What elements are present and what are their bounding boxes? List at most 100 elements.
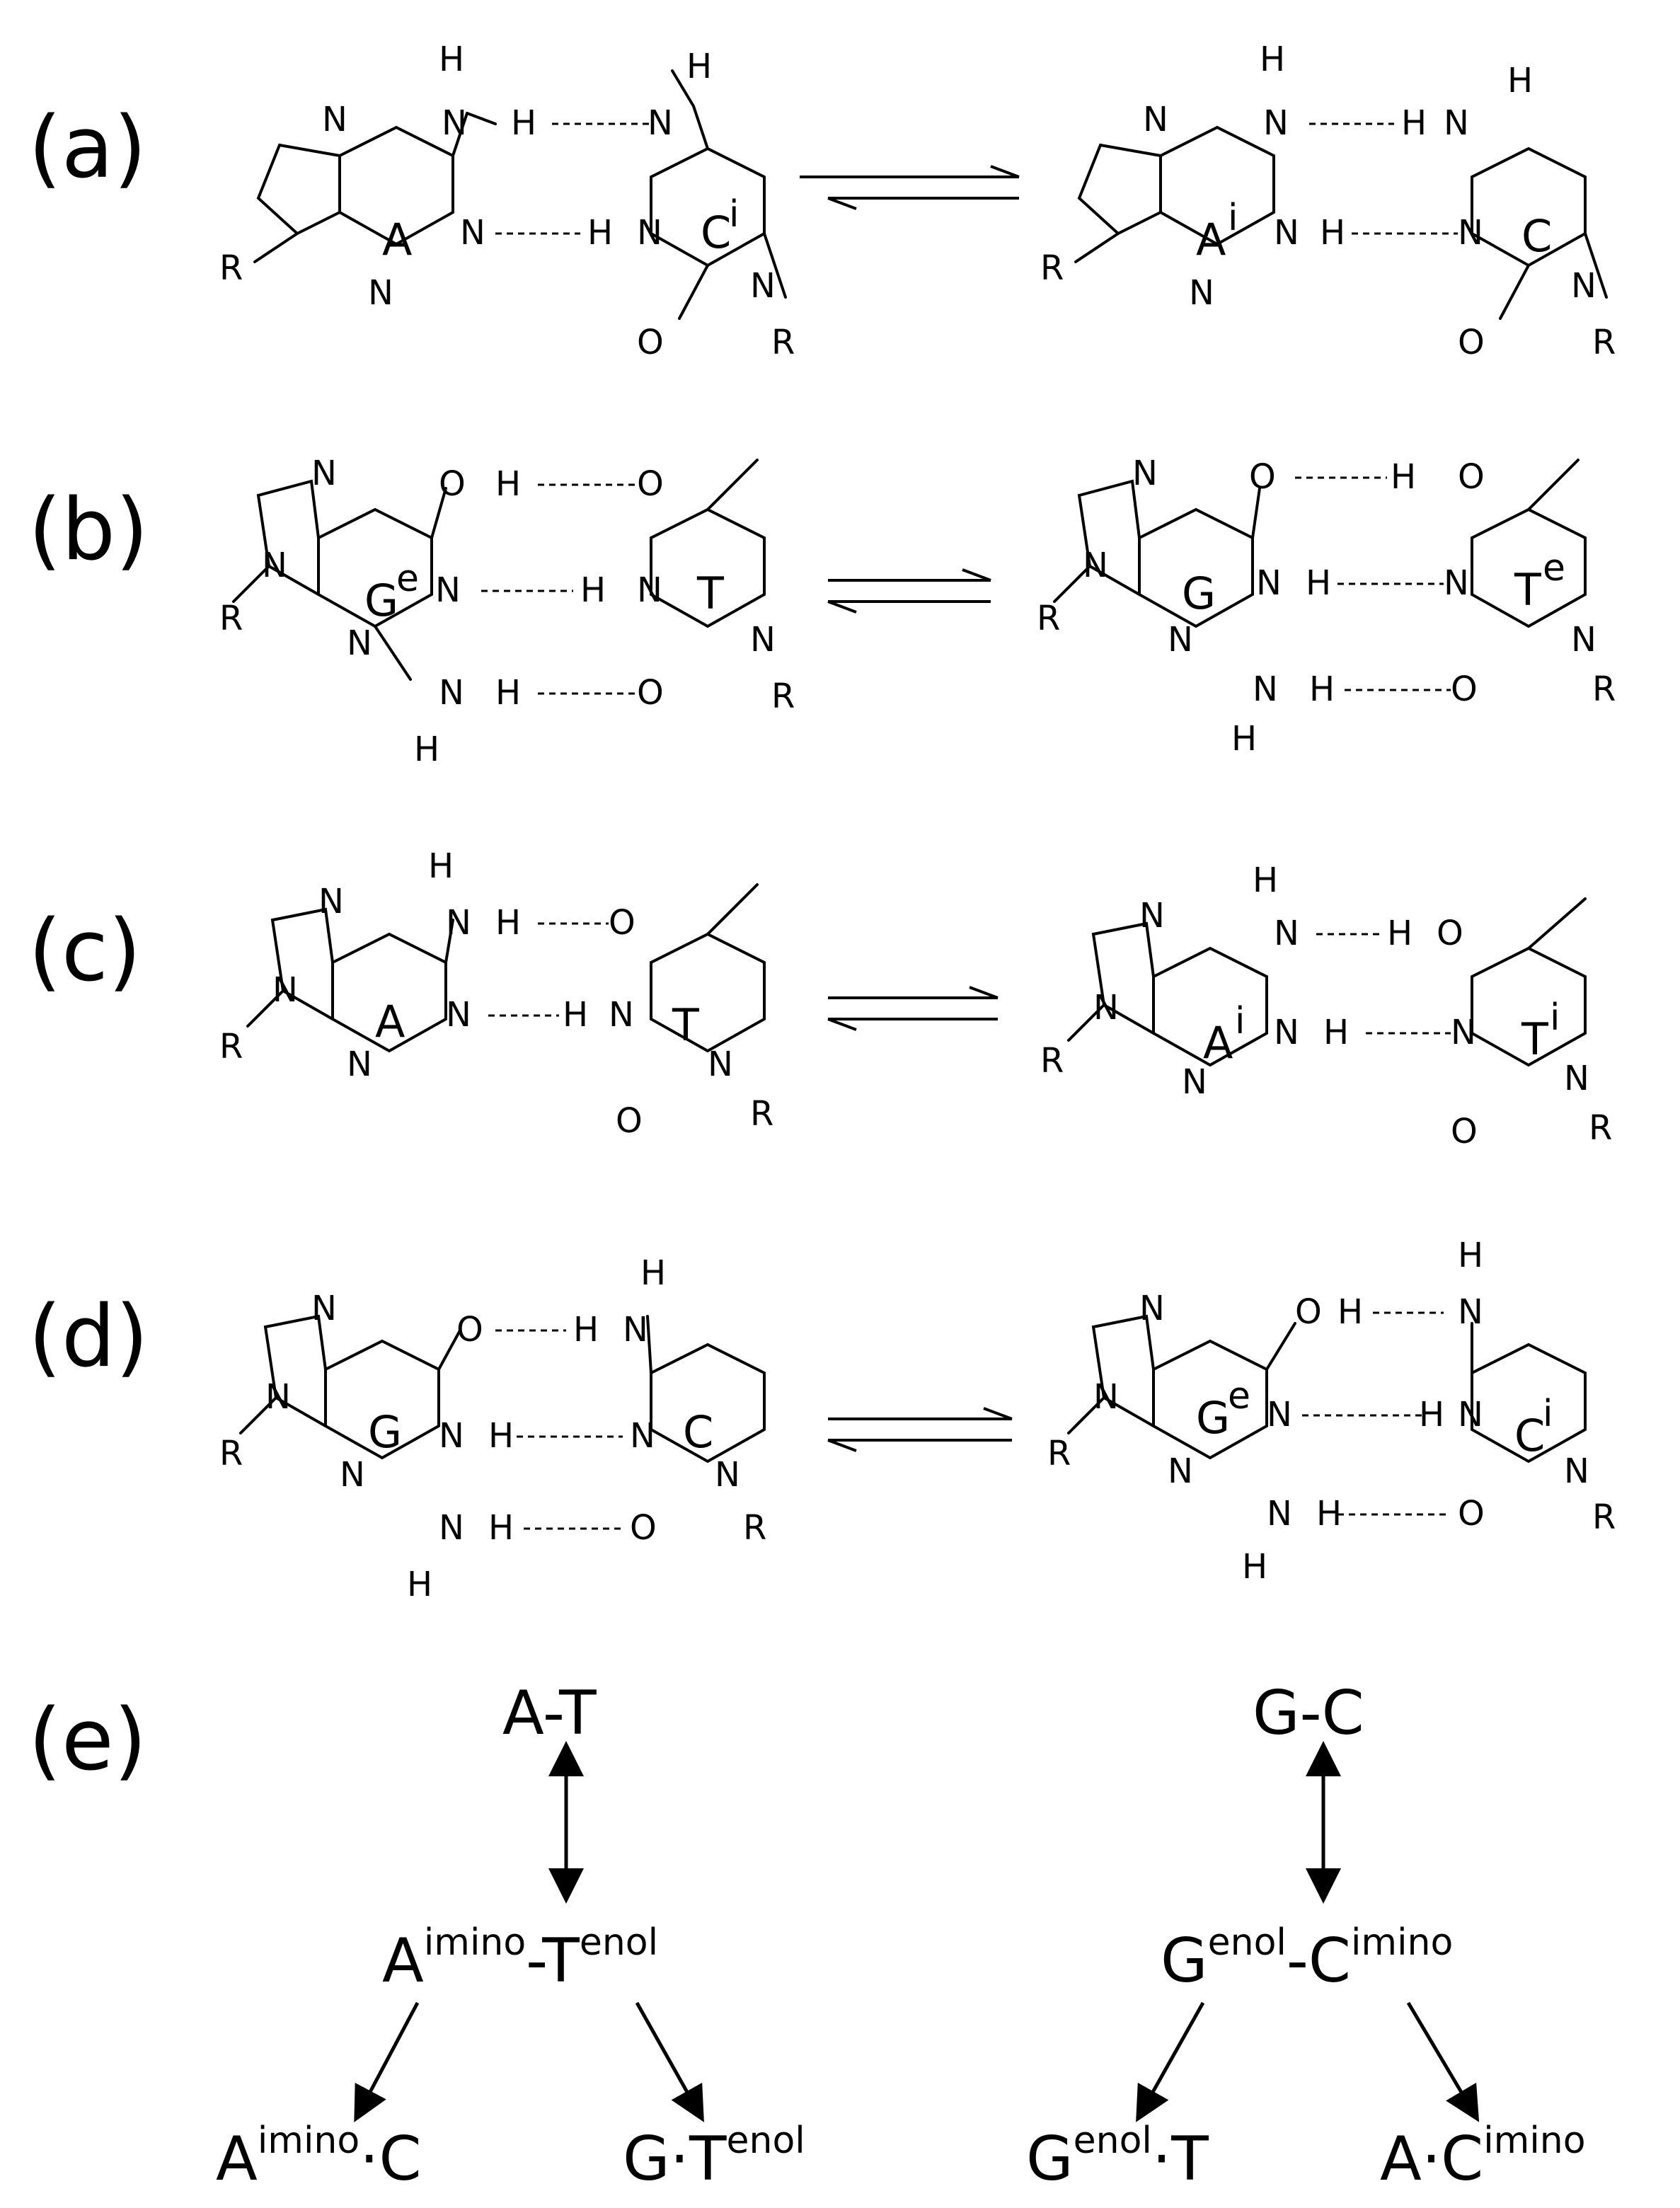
svg-text:N: N xyxy=(1168,620,1193,660)
arrow-gc-left xyxy=(1136,2001,1205,2122)
svg-text:R: R xyxy=(771,323,795,362)
svg-text:N: N xyxy=(1571,620,1596,660)
svg-text:O: O xyxy=(1295,1292,1322,1332)
svg-text:O: O xyxy=(637,323,664,362)
svg-text:H: H xyxy=(573,1310,599,1350)
svg-text:N: N xyxy=(1139,896,1165,936)
svg-text:O: O xyxy=(1249,457,1276,497)
svg-text:N: N xyxy=(1458,1395,1483,1434)
svg-text:O: O xyxy=(1458,457,1485,497)
svg-text:N: N xyxy=(439,1508,464,1548)
svg-text:N: N xyxy=(1093,988,1119,1028)
arrow-at-right xyxy=(635,2001,704,2122)
svg-text:R: R xyxy=(750,1094,773,1134)
svg-text:N: N xyxy=(1274,914,1299,953)
svg-text:N: N xyxy=(272,970,298,1010)
ring-label: A xyxy=(382,214,412,265)
svg-text:O: O xyxy=(1451,669,1478,709)
scheme-at-right: G·Tenol xyxy=(623,2120,805,2195)
svg-text:N: N xyxy=(442,103,467,143)
svg-text:N: N xyxy=(1253,669,1278,709)
svg-text:H: H xyxy=(1507,61,1533,100)
ring-label: C xyxy=(683,1406,713,1458)
svg-text:N: N xyxy=(318,882,344,921)
panel-label-c: (c) xyxy=(28,902,142,1001)
svg-text:O: O xyxy=(1437,914,1463,953)
scheme-at-mid: Aimino-Tenol xyxy=(382,1921,658,1996)
ring-label: G xyxy=(1182,568,1216,619)
arrow-gc-right xyxy=(1406,2001,1480,2122)
ring-label: C xyxy=(1521,210,1552,262)
svg-text:N: N xyxy=(1564,1451,1589,1491)
svg-text:H: H xyxy=(563,995,588,1035)
scheme-at-left: Aimino·C xyxy=(216,2120,422,2195)
svg-text:N: N xyxy=(1093,1377,1119,1417)
svg-text:N: N xyxy=(609,995,634,1035)
svg-text:N: N xyxy=(1139,1289,1165,1328)
svg-text:H: H xyxy=(495,903,521,943)
svg-text:H: H xyxy=(1458,1236,1483,1275)
scheme-at-top: A-T xyxy=(502,1678,597,1749)
svg-text:N: N xyxy=(1132,454,1158,493)
ring-label: G xyxy=(1196,1392,1230,1444)
svg-text:H: H xyxy=(495,464,521,504)
svg-text:H: H xyxy=(495,673,521,713)
svg-text:H: H xyxy=(1260,40,1285,79)
svg-text:N: N xyxy=(708,1045,733,1084)
arrow-at-left xyxy=(354,2001,420,2122)
ring-sup: i xyxy=(1550,996,1560,1039)
svg-text:N: N xyxy=(715,1455,740,1495)
svg-text:H: H xyxy=(1316,1494,1342,1534)
svg-text:N: N xyxy=(1458,213,1483,253)
svg-text:N: N xyxy=(1143,100,1168,139)
svg-text:H: H xyxy=(686,47,712,86)
ring-label: A xyxy=(375,996,405,1047)
svg-text:N: N xyxy=(630,1416,655,1456)
svg-text:N: N xyxy=(637,213,662,253)
ring-label: C xyxy=(701,207,731,258)
svg-text:R: R xyxy=(219,1027,243,1066)
svg-text:N: N xyxy=(1564,1059,1589,1098)
svg-text:R: R xyxy=(1037,599,1060,638)
svg-text:O: O xyxy=(456,1310,483,1350)
svg-text:N: N xyxy=(265,1377,291,1417)
svg-text:H: H xyxy=(407,1565,432,1604)
svg-text:H: H xyxy=(1337,1292,1363,1332)
svg-text:N: N xyxy=(1168,1451,1193,1491)
svg-text:N: N xyxy=(1458,1292,1483,1332)
scheme-gc: G-C Genol-Cimino Genol·T A·Cimino xyxy=(1026,1678,1586,2195)
svg-text:R: R xyxy=(1047,1434,1071,1473)
svg-text:R: R xyxy=(219,248,243,288)
panel-d-left-structure: O H N H N H N N H H O N N N R N R G C xyxy=(219,1253,766,1604)
svg-text:R: R xyxy=(1589,1108,1612,1148)
svg-text:N: N xyxy=(446,995,471,1035)
svg-text:O: O xyxy=(616,1101,643,1141)
svg-text:O: O xyxy=(1458,323,1485,362)
ring-label: T xyxy=(1514,564,1542,616)
svg-text:O: O xyxy=(1458,1494,1485,1534)
svg-text:O: O xyxy=(637,464,664,504)
svg-text:N: N xyxy=(262,546,287,585)
panel-a-right-structure: N H H N H N H N N N R O N R A i C xyxy=(1040,40,1616,362)
svg-text:O: O xyxy=(609,903,635,943)
panel-b-right-structure: O H O N H N N H H O N N N R N R G T e xyxy=(1037,454,1616,759)
equilibrium-arrow-c xyxy=(827,986,999,1031)
ring-sup: i xyxy=(1235,1000,1245,1042)
panel-label-d: (d) xyxy=(28,1288,149,1386)
svg-text:R: R xyxy=(219,1434,243,1473)
svg-text:N: N xyxy=(1256,563,1282,603)
panel-label-e: (e) xyxy=(28,1691,146,1790)
ring-label: G xyxy=(368,1406,402,1458)
panel-b-left-structure: O H O N H N N H H O N N N R N R G e T xyxy=(219,454,795,769)
svg-text:N: N xyxy=(1267,1395,1292,1434)
ring-label: C xyxy=(1514,1410,1545,1461)
svg-text:N: N xyxy=(750,620,776,660)
svg-text:R: R xyxy=(743,1508,766,1548)
svg-text:R: R xyxy=(1592,1497,1616,1537)
panel-c-left-structure: N H H O N H N N N N R O N R A T xyxy=(219,846,773,1141)
ring-label: A xyxy=(1196,214,1226,265)
ring-sup: e xyxy=(396,558,419,600)
svg-text:N: N xyxy=(1263,103,1289,143)
ring-label: T xyxy=(1521,1013,1549,1065)
svg-text:R: R xyxy=(1040,248,1064,288)
